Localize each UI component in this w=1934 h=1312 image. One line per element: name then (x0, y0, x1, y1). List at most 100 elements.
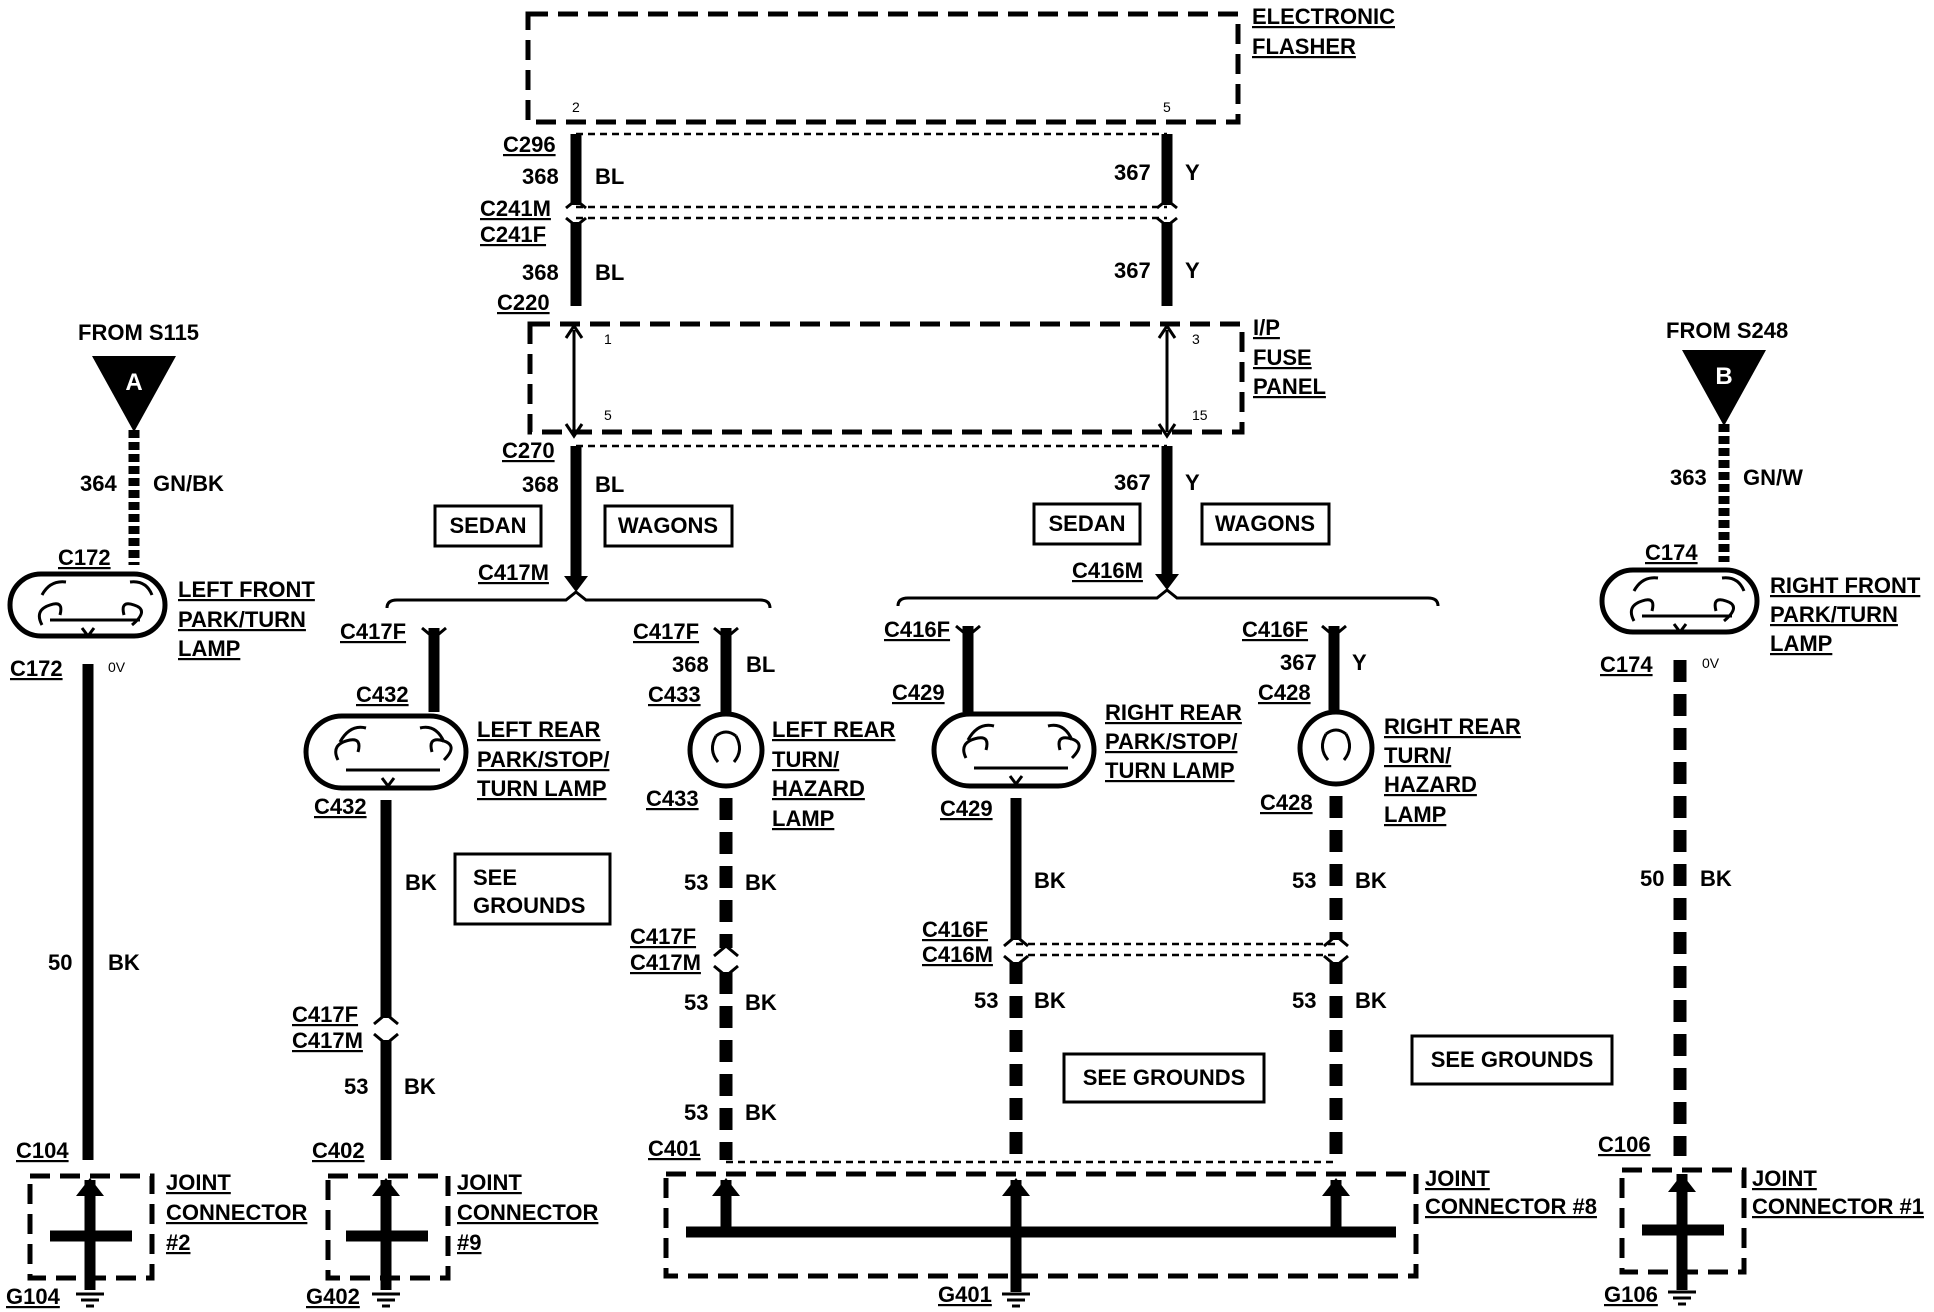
connector-c416f-b: C416F (1242, 617, 1308, 642)
wire-number-53-rrth: 53 (1292, 868, 1316, 893)
wire-color-bk-rrpst: BK (1034, 868, 1066, 893)
connector-c241m: C241M (480, 196, 551, 221)
joint-connector-9-label-3: #9 (457, 1230, 481, 1255)
right-front-lamp-label-3: LAMP (1770, 631, 1832, 656)
wagons-label-left: WAGONS (618, 513, 718, 538)
wire-number-53-rrpst: 53 (974, 988, 998, 1013)
right-rear-th-label-3: HAZARD (1384, 772, 1477, 797)
left-rear-th-label-3: HAZARD (772, 776, 865, 801)
joint-8-arrow-2 (1002, 1178, 1030, 1196)
joint-2-arrow (76, 1178, 104, 1196)
left-rear-th-label-4: LAMP (772, 806, 834, 831)
connector-c241f: C241F (480, 222, 546, 247)
right-rear-th-filament-icon (1321, 728, 1351, 761)
connector-c417m-c: C417M (292, 1028, 363, 1053)
voltage-0v-right: 0V (1702, 655, 1720, 671)
wire-color-gnw: GN/W (1743, 465, 1803, 490)
left-rear-pst-ground-icon (380, 777, 396, 789)
sedan-label-left: SEDAN (449, 513, 526, 538)
wire-number-368: 368 (522, 164, 559, 189)
wire-number-367: 367 (1114, 160, 1151, 185)
grounds-label: GROUNDS (473, 893, 585, 918)
see-grounds-label-center: SEE GROUNDS (1083, 1065, 1246, 1090)
connector-c417f-d: C417F (630, 924, 696, 949)
fuse-internal-arrows-r (1157, 323, 1177, 439)
voltage-0v-left: 0V (108, 659, 126, 675)
connector-c416f-c: C416F (922, 917, 988, 942)
source-b-letter: B (1715, 363, 1732, 390)
flasher-label: ELECTRONIC (1252, 4, 1395, 29)
c416f-b-symbol (1321, 624, 1347, 638)
c417-inline-symbol (373, 1012, 399, 1046)
ip-fuse-panel-box (527, 321, 1245, 435)
wire-color-bk-lrpst-2: BK (404, 1074, 436, 1099)
wire-color-y: Y (1185, 160, 1200, 185)
right-front-lamp-ground-icon (1672, 623, 1688, 635)
connector-c174-top: C174 (1645, 540, 1698, 565)
joint-connector-9-label: JOINT (457, 1170, 522, 1195)
c416m-arrow (1155, 574, 1179, 590)
connector-c417f-a: C417F (340, 619, 406, 644)
connector-c432-bot: C432 (314, 794, 367, 819)
joint-8-arrow-3 (1322, 1178, 1350, 1196)
wire-color-bl-c: BL (595, 472, 624, 497)
left-front-lamp-filament-icon (37, 580, 154, 627)
connector-c432-top: C432 (356, 682, 409, 707)
wire-color-bk-lrth: BK (745, 870, 777, 895)
wire-color-bk-lrth-3: BK (745, 1100, 777, 1125)
wire-color-bk-right: BK (1700, 866, 1732, 891)
left-rear-pst-label-2: PARK/STOP/ (477, 747, 609, 772)
left-rear-pst-label-3: TURN LAMP (477, 776, 607, 801)
fuse-panel-label-3: PANEL (1253, 374, 1326, 399)
joint-8-arrow-1 (712, 1178, 740, 1196)
wire-color-y-b: Y (1185, 258, 1200, 283)
flasher-pin-5: 5 (1163, 99, 1171, 115)
ground-g401-icon (1002, 1292, 1030, 1308)
wire-color-bk-rrth: BK (1355, 868, 1387, 893)
fuse-pin-1: 1 (604, 331, 612, 347)
sedan-box-right (1032, 502, 1142, 546)
c417m-arrow (564, 576, 588, 592)
ground-g104: G104 (6, 1284, 61, 1309)
connector-c174-bot: C174 (1600, 652, 1653, 677)
connector-c416m-c: C416M (922, 942, 993, 967)
right-rear-th-label-4: LAMP (1384, 802, 1446, 827)
joint-connector-8-label-2: CONNECTOR #8 (1425, 1194, 1597, 1219)
wire-number-53-lrth-2: 53 (684, 990, 708, 1015)
wagons-box-left (603, 504, 734, 548)
joint-connector-8-box (663, 1171, 1419, 1279)
left-front-lamp-label: LEFT FRONT (178, 577, 315, 602)
joint-1-arrow (1668, 1174, 1696, 1192)
sedan-label-right: SEDAN (1048, 511, 1125, 536)
left-rear-th-label-2: TURN/ (772, 747, 839, 772)
wagons-box-right (1200, 502, 1331, 546)
c416-split-bracket (896, 588, 1440, 607)
wire-color-bl: BL (595, 164, 624, 189)
wire-color-bk-lrth-2: BK (745, 990, 777, 1015)
connector-c416m: C416M (1072, 558, 1143, 583)
left-rear-turn-hazard-lamp (687, 711, 765, 789)
connector-c429-top: C429 (892, 680, 945, 705)
ground-g402: G402 (306, 1284, 360, 1309)
left-rear-th-filament-icon (711, 730, 741, 763)
right-rear-th-label: RIGHT REAR (1384, 714, 1521, 739)
wire-number-364: 364 (80, 471, 117, 496)
see-grounds-box-right (1410, 1034, 1614, 1086)
right-front-lamp-label-2: PARK/TURN (1770, 602, 1898, 627)
wire-number-363: 363 (1670, 465, 1707, 490)
wire-color-bk-rrth-2: BK (1355, 988, 1387, 1013)
see-label: SEE (473, 865, 517, 890)
joint-connector-2-label-2: CONNECTOR (166, 1200, 307, 1225)
from-s248-label: FROM S248 (1666, 318, 1788, 343)
wire-number-53-lrpst: 53 (344, 1074, 368, 1099)
fuse-pin-3: 3 (1192, 331, 1200, 347)
wire-color-gnbk: GN/BK (153, 471, 224, 496)
connector-c220: C220 (497, 290, 550, 315)
wire-number-367-b: 367 (1114, 258, 1151, 283)
fuse-internal-arrows-l (564, 323, 584, 439)
connector-c429-bot: C429 (940, 796, 993, 821)
joint-connector-8-label: JOINT (1425, 1166, 1490, 1191)
c417f-b-symbol (713, 626, 739, 640)
joint-connector-2-label-3: #2 (166, 1230, 190, 1255)
